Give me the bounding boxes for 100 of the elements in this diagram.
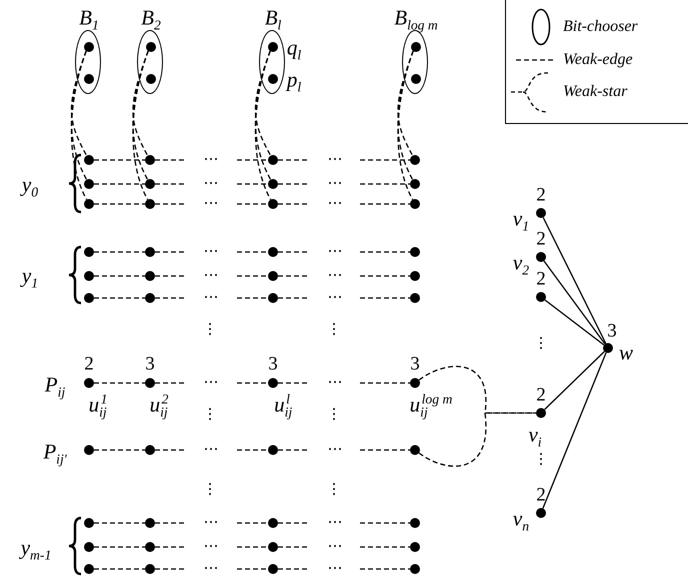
ellipsis-mark: ⋯ (204, 376, 218, 390)
ellipsis-mark: ⋮ (534, 452, 548, 468)
weight-label: 2 (536, 486, 546, 504)
vertex-dot (268, 179, 278, 189)
vertex-dot (84, 74, 94, 84)
dashed-edge (94, 251, 145, 253)
dashed-edge (237, 297, 268, 299)
ellipsis-mark: ⋮ (326, 408, 342, 422)
dashed-edge (155, 183, 187, 185)
row-group-label: y$_{1}$ (22, 266, 38, 286)
dashed-edge (94, 183, 145, 185)
vertex-dot (536, 292, 546, 302)
dashed-edge (278, 297, 310, 299)
dashed-edge (155, 251, 187, 253)
vertex-dot (268, 542, 278, 552)
ellipsis-mark: ⋯ (204, 268, 218, 284)
vertex-dot (145, 445, 155, 455)
ellipsis-mark: ⋯ (328, 176, 342, 192)
vertex-dot (268, 518, 278, 528)
dashed-edge (360, 183, 410, 185)
set-label: B$_{l}$ (264, 8, 282, 28)
vertex-dot (268, 74, 278, 84)
ellipsis-mark: ⋯ (328, 290, 342, 306)
dashed-edge (155, 546, 187, 548)
dashed-edge (418, 366, 536, 414)
ellipsis-mark: ⋯ (204, 290, 218, 306)
dashed-edge (237, 546, 268, 548)
vertex-dot (84, 378, 94, 388)
dashed-edge (94, 275, 145, 277)
ellipsis-mark: ⋯ (204, 442, 218, 458)
dashed-edge (278, 203, 310, 205)
vertex-dot (145, 564, 155, 574)
dashed-edge (360, 382, 410, 384)
dashed-edge (237, 251, 268, 253)
dashed-edge (237, 382, 268, 384)
dashed-edge (278, 159, 310, 161)
ellipsis-mark: ⋯ (204, 196, 218, 212)
vertex-label: v$_{1}$ (512, 208, 530, 230)
ellipsis-mark: ⋯ (328, 196, 342, 212)
vertex-label: v$_{i}$ (528, 424, 542, 446)
dashed-edge (278, 522, 310, 524)
dashed-edge (237, 522, 268, 524)
vertex-dot (84, 564, 94, 574)
vertex-dot (84, 155, 94, 165)
dashed-edge (94, 546, 145, 548)
vertex-dot (145, 518, 155, 528)
edge-line (542, 352, 607, 509)
vertex-dot (410, 293, 420, 303)
ellipsis-mark: ⋯ (204, 244, 218, 260)
ellipsis-mark: ⋯ (328, 562, 342, 576)
vertex-label: w (619, 342, 633, 364)
vertex-dot (410, 271, 420, 281)
ellipsis-mark: ⋮ (202, 482, 218, 498)
ellipsis-mark: ⋯ (328, 268, 342, 284)
vertex-dot (410, 155, 420, 165)
dashed-edge (360, 203, 410, 205)
dashed-edge (237, 449, 268, 451)
vertex-label: p$_{l}$ (286, 70, 302, 90)
edge-line (544, 299, 604, 346)
weight-label: 2 (536, 386, 546, 404)
dashed-edge (155, 297, 187, 299)
row-group-label: y$_{0}$ (22, 174, 38, 196)
dashed-edge (360, 275, 410, 277)
dashed-edge (237, 159, 268, 161)
weight-label: 3 (145, 354, 155, 374)
ellipsis-mark: ⋯ (204, 152, 218, 168)
vertex-dot (145, 199, 155, 209)
vertex-dot (410, 378, 420, 388)
dashed-edge (360, 546, 410, 548)
vertex-label: v$_{2}$ (512, 252, 530, 274)
vertex-dot (268, 199, 278, 209)
vertex-label: q$_{l}$ (286, 38, 302, 58)
ellipsis-mark: ⋮ (326, 322, 342, 338)
dashed-edge (155, 522, 187, 524)
dashed-edge (278, 568, 310, 570)
ellipsis-mark: ⋯ (204, 562, 218, 576)
vertex-dot (145, 155, 155, 165)
legend-text: Weak-star (563, 83, 628, 101)
dashed-edge (94, 297, 145, 299)
vertex-dot (145, 542, 155, 552)
dashed-edge (360, 251, 410, 253)
dashed-edge (94, 159, 145, 161)
dashed-edge (237, 183, 268, 185)
vertex-dot (410, 518, 420, 528)
ellipsis-mark: ⋮ (202, 408, 218, 422)
weight-label: 3 (607, 322, 617, 340)
ellipsis-mark: ⋯ (328, 540, 342, 554)
vertex-dot (84, 445, 94, 455)
vertex-dot (268, 247, 278, 257)
vertex-dot (84, 518, 94, 528)
vertex-dot (145, 247, 155, 257)
weight-label: 2 (536, 230, 546, 248)
ellipsis-mark: ⋯ (328, 442, 342, 458)
legend-text: Weak-edge (563, 51, 633, 69)
dashed-edge (418, 412, 536, 467)
ellipsis-mark: ⋯ (204, 176, 218, 192)
vertex-dot (410, 179, 420, 189)
ellipsis-mark: ⋯ (204, 540, 218, 554)
vertex-label: v$_{n}$ (512, 508, 530, 530)
dashed-edge (237, 568, 268, 570)
